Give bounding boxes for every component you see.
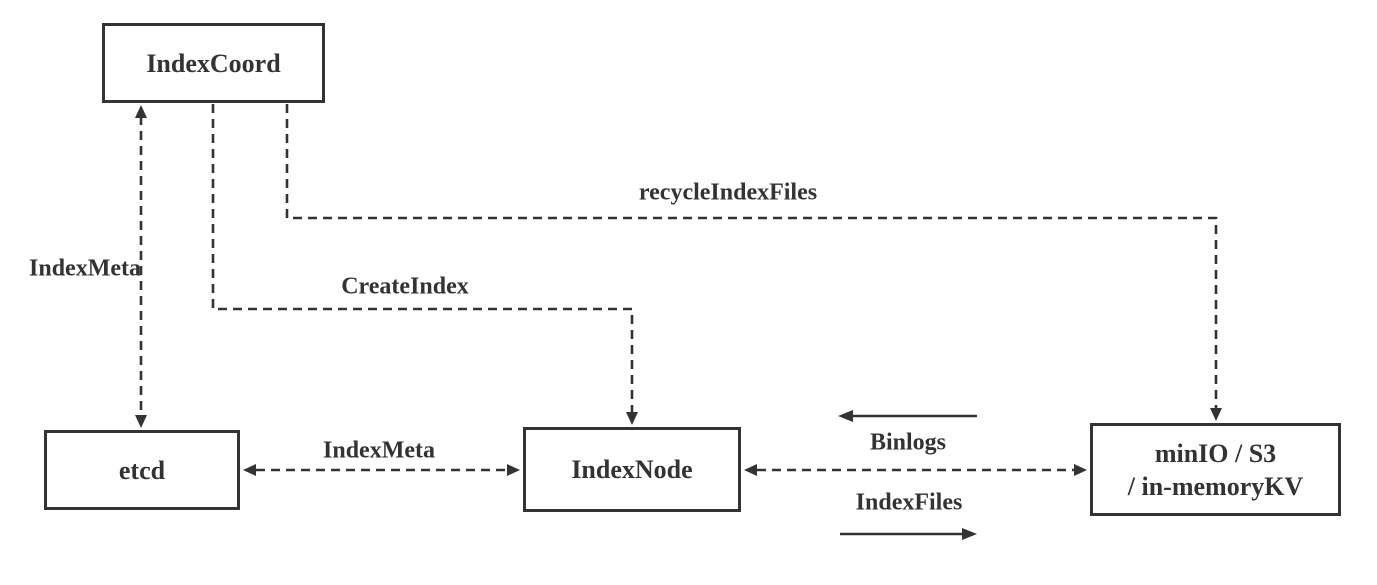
arrowhead-left-binlogs <box>838 410 853 422</box>
node-indexcoord: IndexCoord <box>102 23 325 103</box>
edge-label-indexmeta-left: IndexMeta <box>29 255 141 282</box>
arrowhead-up-indexcoord <box>135 105 147 118</box>
edge-label-index-files: IndexFiles <box>855 489 963 516</box>
edge-recycle-line <box>285 104 1218 408</box>
edge-create-index-line <box>211 104 634 412</box>
arrowhead-right-storage <box>1074 464 1087 476</box>
arrowhead-down-storage <box>1210 408 1222 421</box>
node-indexcoord-label: IndexCoord <box>146 48 281 78</box>
node-etcd-label: etcd <box>118 455 166 485</box>
edge-label-indexmeta-middle: IndexMeta <box>323 437 435 464</box>
arrowhead-right-indexnode <box>507 464 520 476</box>
arrowhead-left-indexnode <box>744 464 757 476</box>
arrowhead-down-indexnode <box>626 412 638 425</box>
node-storage-label-line1: minIO / S3 <box>1154 438 1277 468</box>
node-etcd: etcd <box>44 430 240 510</box>
edge-label-create-index: CreateIndex <box>341 273 469 300</box>
node-indexnode: IndexNode <box>523 427 741 512</box>
arrowhead-right-indexfiles <box>962 528 977 540</box>
node-indexnode-label: IndexNode <box>571 455 693 484</box>
edge-label-binlogs: Binlogs <box>869 429 947 456</box>
arrowhead-down-etcd <box>135 415 147 428</box>
edge-label-recycle-index-files: recycleIndexFiles <box>638 179 818 206</box>
arrowhead-left-etcd <box>243 464 256 476</box>
node-storage: minIO / S3 / in-memoryKV <box>1090 423 1341 516</box>
node-storage-label-line2: / in-memoryKV <box>1127 471 1304 501</box>
